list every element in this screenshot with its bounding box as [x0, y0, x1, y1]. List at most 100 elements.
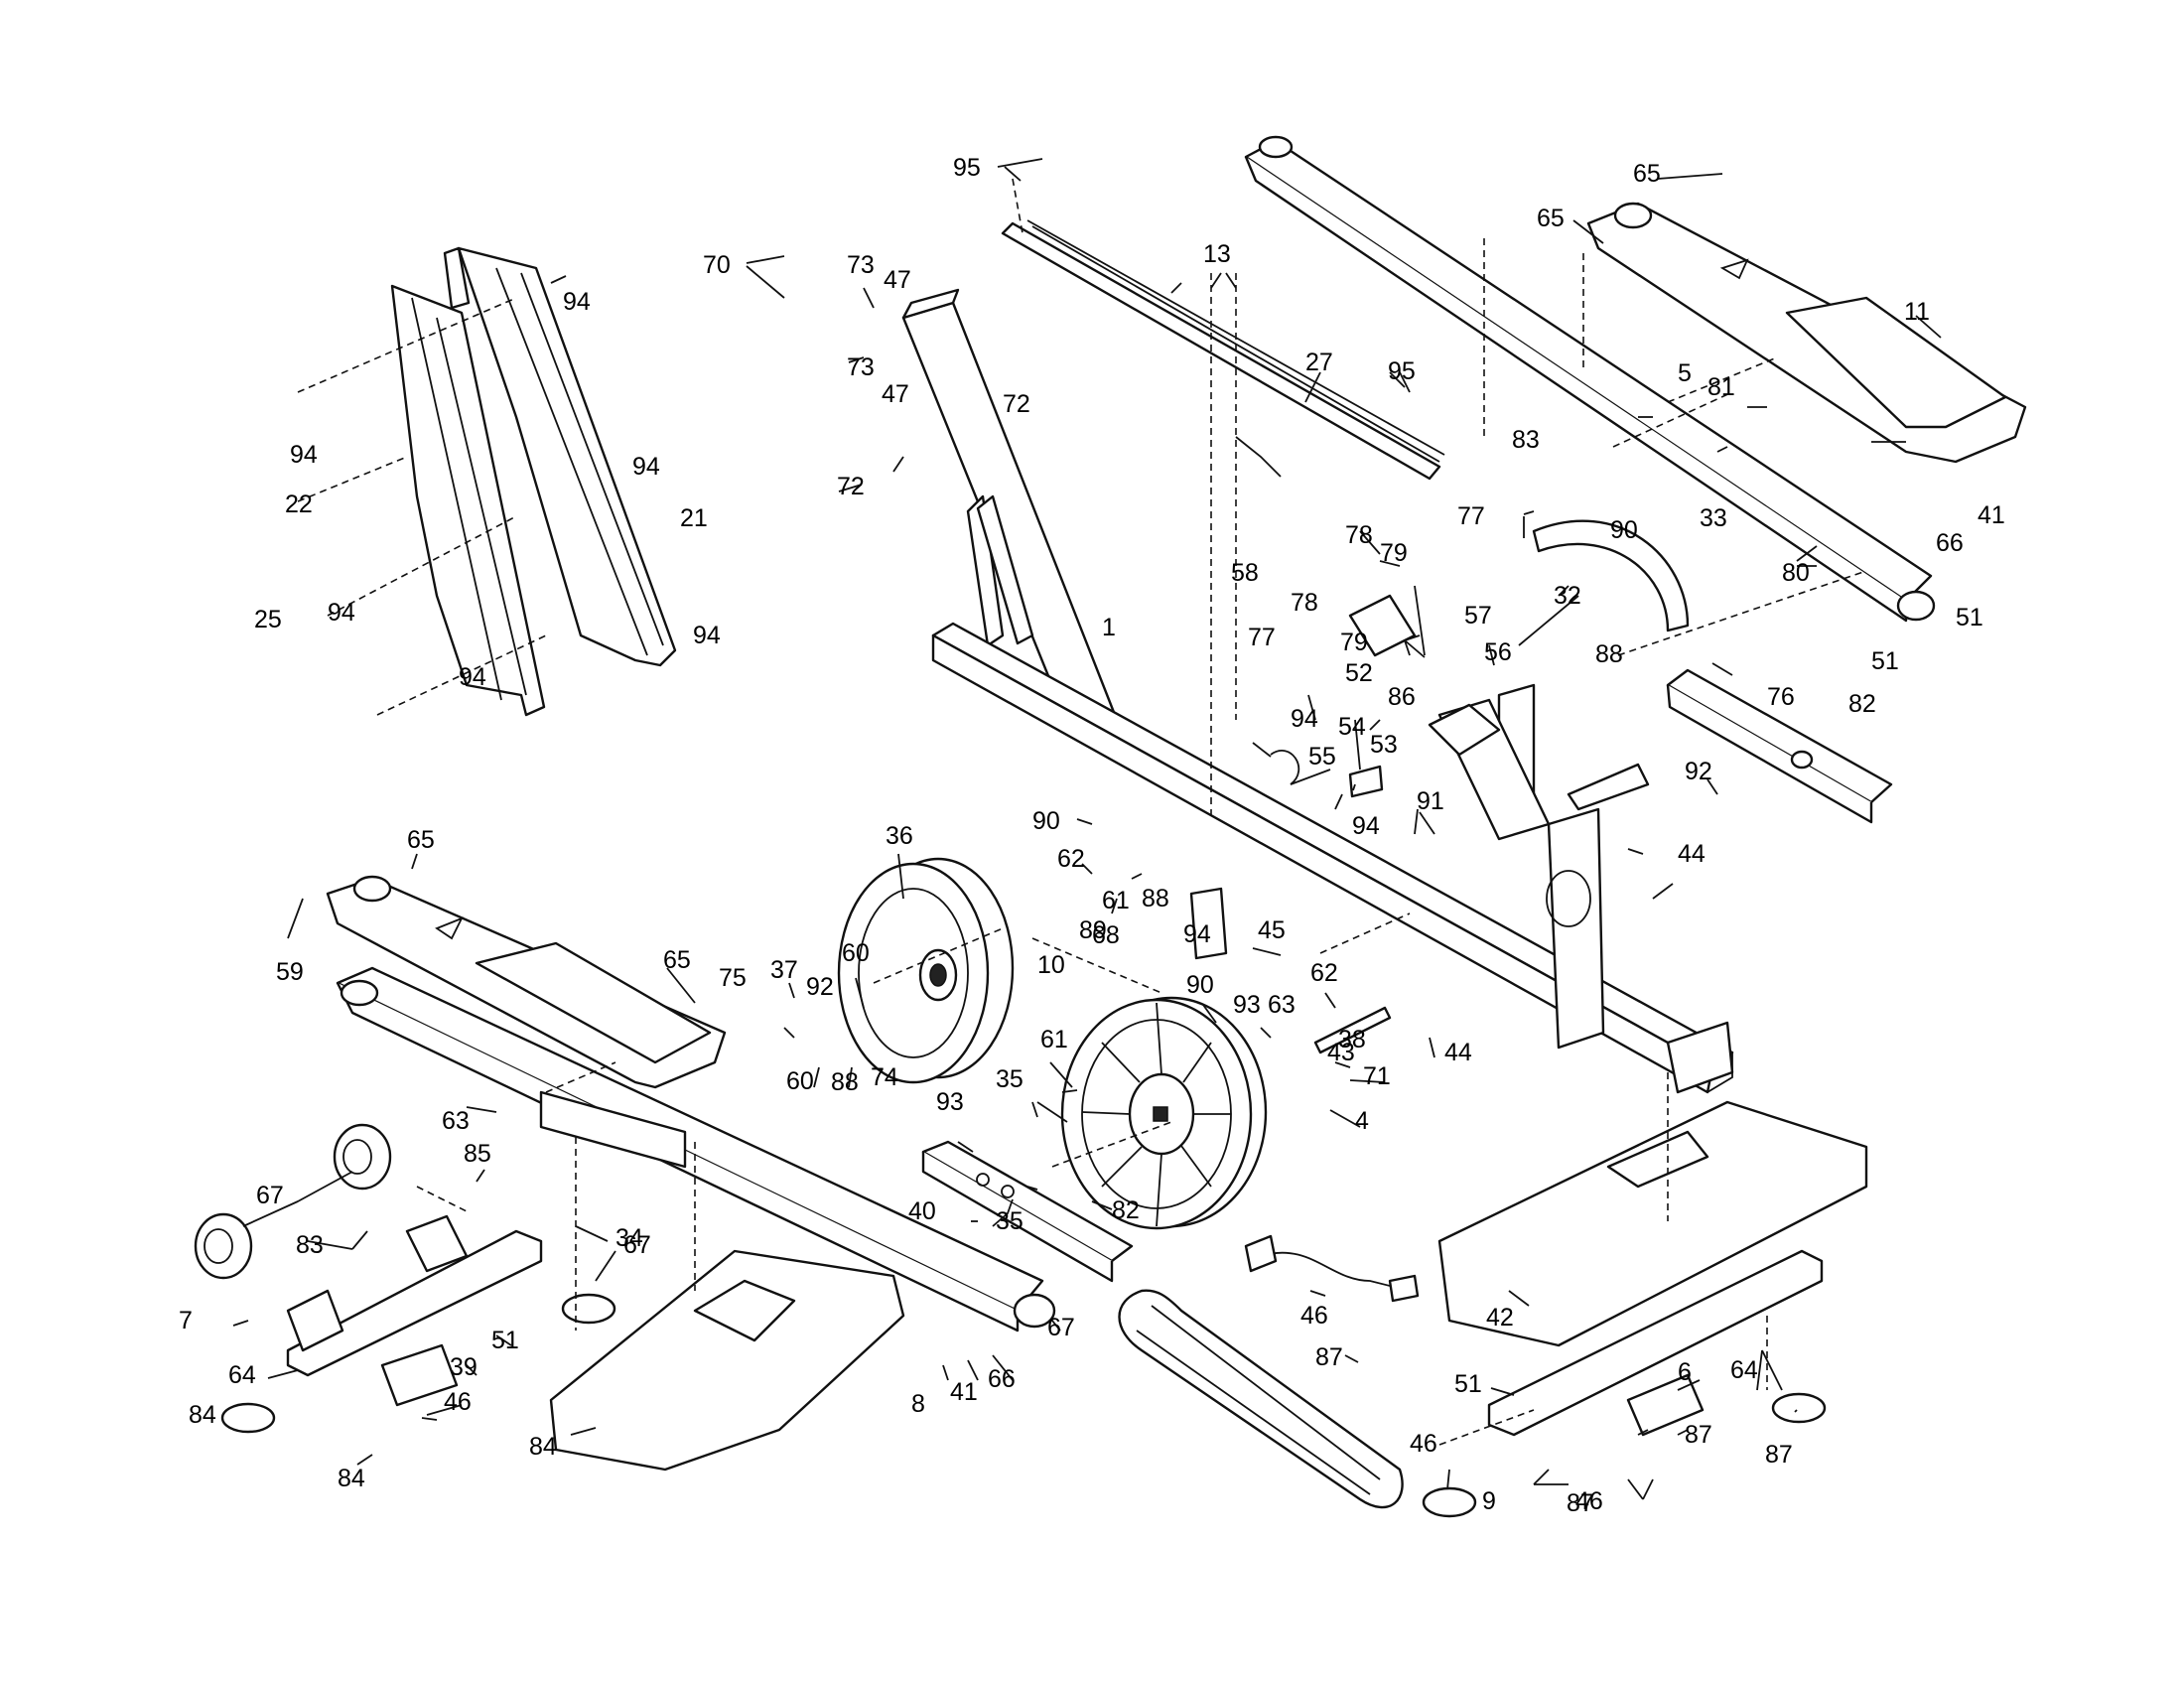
callout: 43 [1327, 1039, 1355, 1066]
callout: 92 [806, 973, 834, 1001]
callout: 52 [1345, 659, 1373, 687]
callout: 7 [179, 1307, 193, 1334]
callout: 91 [1417, 787, 1444, 815]
callout: 1 [1102, 614, 1116, 641]
callout: 84 [338, 1465, 365, 1492]
callout: 37 [770, 956, 798, 984]
callout: 61 [1102, 887, 1130, 914]
callout: 38 [1338, 1026, 1366, 1053]
callout: 95 [1388, 357, 1416, 385]
callout: 58 [1231, 559, 1259, 587]
callout: 77 [1457, 502, 1485, 530]
callout: 46 [1410, 1430, 1437, 1458]
callout-labels: 95 65 65 70 73 47 13 11 94 27 95 5 73 47… [179, 154, 2005, 1517]
alignment-lines [297, 178, 1867, 1446]
callout: 90 [1610, 516, 1638, 544]
callout: 57 [1464, 602, 1492, 630]
callout: 60 [786, 1067, 814, 1095]
callout: 86 [1388, 683, 1416, 711]
flywheel [837, 857, 1015, 1084]
callout: 41 [1978, 501, 2005, 529]
callout: 88 [831, 1068, 859, 1096]
callout: 93 [1233, 991, 1261, 1019]
callout: 13 [1203, 240, 1231, 268]
callout: 79 [1340, 629, 1368, 656]
front-stabilizer-cover [549, 1249, 905, 1472]
callout: 90 [1186, 971, 1214, 999]
callout: 61 [1040, 1026, 1068, 1053]
pivot-bracket [1666, 668, 1893, 824]
callout: 70 [703, 251, 731, 279]
callout: 73 [847, 353, 875, 381]
callout: 42 [1486, 1304, 1514, 1332]
rear-stabilizer [1487, 1249, 1824, 1437]
callout: 87 [1315, 1343, 1343, 1371]
callout: 22 [285, 491, 313, 518]
callout: 64 [228, 1361, 256, 1389]
switch-plate [1189, 887, 1228, 960]
callout: 27 [1305, 349, 1333, 376]
callout: 78 [1345, 521, 1373, 549]
callout: 55 [1308, 743, 1336, 771]
callout: 36 [886, 822, 913, 850]
callout: 76 [1767, 683, 1795, 711]
callout: 81 [1707, 373, 1735, 401]
callout: 74 [871, 1063, 898, 1091]
callout: 9 [1482, 1487, 1496, 1515]
callout: 82 [1112, 1196, 1140, 1224]
callout: 63 [442, 1107, 470, 1135]
callout: 60 [842, 939, 870, 967]
callout: 66 [1936, 529, 1964, 557]
callout: 83 [1512, 426, 1540, 454]
callout: 92 [1685, 758, 1712, 785]
callout: 33 [1700, 504, 1727, 532]
callout: 85 [464, 1140, 491, 1168]
parts-layer [194, 135, 2027, 1518]
right-arm [1244, 135, 1936, 623]
callout: 94 [1291, 705, 1318, 733]
callout: 87 [1765, 1441, 1793, 1469]
callout: 6 [1678, 1358, 1692, 1386]
callout: 90 [1032, 807, 1060, 835]
callout: 35 [996, 1207, 1024, 1235]
front-stabilizer [286, 1214, 543, 1407]
right-pedal-arm [1586, 202, 2027, 464]
callout: 71 [1363, 1062, 1391, 1090]
callout: 45 [1258, 916, 1286, 944]
callout: 32 [1554, 582, 1581, 610]
callout: 79 [1380, 539, 1408, 567]
wheels [194, 1123, 392, 1280]
callout: 8 [911, 1390, 925, 1418]
callout: 88 [1142, 885, 1169, 912]
callout: 62 [1310, 959, 1338, 987]
callout: 5 [1678, 359, 1692, 387]
callout: 94 [632, 453, 660, 481]
callout: 67 [623, 1231, 651, 1259]
wire-harness [1244, 1234, 1420, 1303]
callout: 84 [189, 1401, 216, 1429]
callout: 67 [256, 1182, 284, 1209]
callout: 11 [1904, 298, 1930, 326]
callout: 56 [1484, 638, 1512, 666]
left-arm [336, 966, 1056, 1333]
callout: 66 [988, 1365, 1016, 1393]
callout: 89 [1079, 916, 1107, 944]
callout: 80 [1782, 559, 1810, 587]
leader-lines [232, 158, 1942, 1500]
callout: 47 [882, 380, 909, 408]
callout: 51 [1871, 647, 1899, 675]
callout: 4 [1355, 1107, 1369, 1135]
callout: 59 [276, 958, 304, 986]
main-frame [901, 288, 1734, 1094]
callout: 72 [837, 473, 865, 500]
callout: 67 [1047, 1314, 1075, 1341]
callout: 72 [1003, 390, 1030, 418]
callout: 40 [908, 1197, 936, 1225]
callout: 68 [1092, 921, 1120, 949]
callout: 83 [296, 1231, 324, 1259]
callout: 87 [1567, 1489, 1594, 1517]
axle [1313, 1006, 1392, 1054]
callout: 65 [407, 826, 435, 854]
callout: 84 [529, 1433, 557, 1461]
callout: 93 [936, 1088, 964, 1116]
